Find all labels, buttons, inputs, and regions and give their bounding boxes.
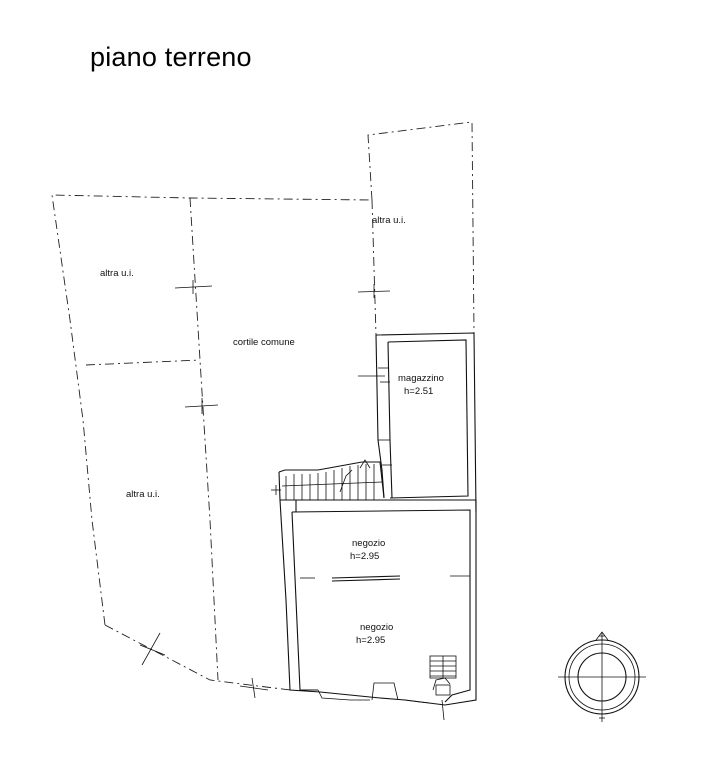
label-negozio-upper-height: h=2.95 xyxy=(350,551,379,562)
label-altra-ui-top-right: altra u.i. xyxy=(372,215,406,226)
label-cortile-comune: cortile comune xyxy=(233,337,295,348)
page-title: piano terreno xyxy=(90,42,252,72)
label-negozio-lower-height: h=2.95 xyxy=(356,635,385,646)
negozio-walls xyxy=(279,499,477,706)
magazzino-walls xyxy=(375,332,477,513)
label-magazzino-name: magazzino xyxy=(398,373,444,384)
staircase xyxy=(278,459,385,501)
boundary-ticks xyxy=(139,280,445,721)
compass-rose-icon xyxy=(558,631,646,722)
label-negozio-lower-name: negozio xyxy=(360,622,393,633)
label-altra-ui-left: altra u.i. xyxy=(126,489,160,500)
label-negozio-upper-name: negozio xyxy=(352,538,385,549)
label-altra-ui-top-left: altra u.i. xyxy=(100,268,134,279)
property-boundaries xyxy=(51,121,475,691)
label-magazzino-height: h=2.51 xyxy=(404,386,433,397)
room-labels: altra u.i. altra u.i. cortile comune mag… xyxy=(100,215,444,646)
